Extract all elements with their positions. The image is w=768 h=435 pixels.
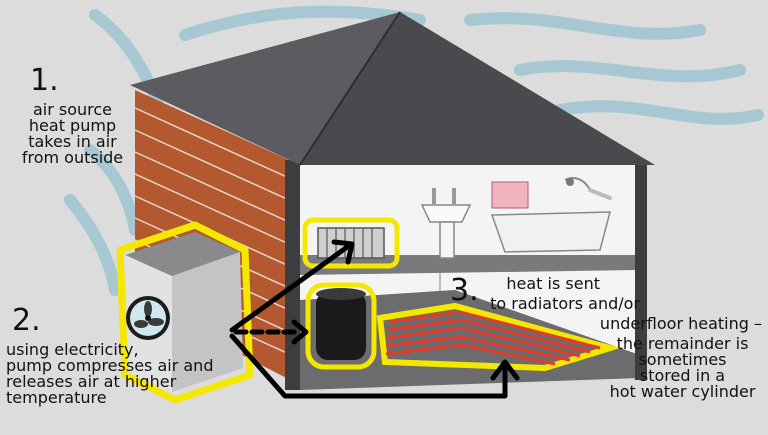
step-3-line: underfloor heating – [540,316,762,332]
wind-swirl-right-2 [560,106,758,119]
step-1-number: 1. [30,66,59,96]
wind-swirl-right-1 [520,66,740,76]
step-3-line: heat is sent [470,276,600,292]
step-1-line: from outside [10,150,135,166]
wind-swirl-left-2 [70,200,115,290]
step-3-line: to radiators and/or [470,296,640,312]
step-1-text: air source heat pump takes in air from o… [10,102,135,166]
step-3-text-d: the remainder is sometimes stored in a h… [600,336,765,400]
step-3-text-c: underfloor heating – [540,316,762,332]
wind-swirl-top-right [470,18,700,34]
wind-swirl-left-1 [95,15,160,110]
step-3-line: hot water cylinder [600,384,765,400]
step-2-text: using electricity, pump compresses air a… [6,342,213,406]
step-2-line: temperature [6,390,213,406]
step-3-text-b: to radiators and/or [470,296,640,312]
step-2-number: 2. [12,306,41,336]
step-3-text-a: heat is sent [470,276,600,292]
side-wall-edge [285,160,300,390]
